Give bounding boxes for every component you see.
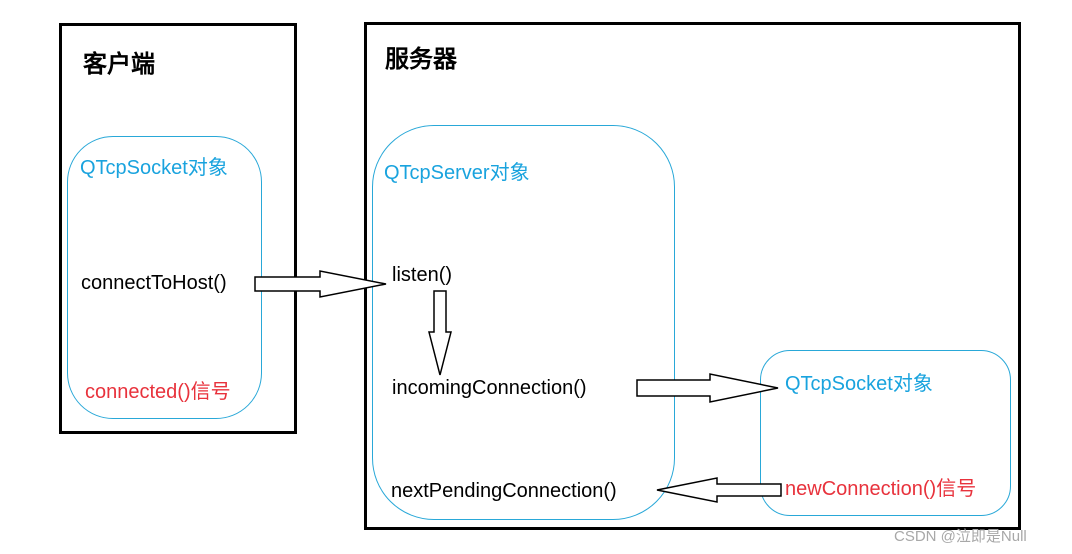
- connect-to-host-method: connectToHost(): [81, 272, 227, 294]
- connected-signal: connected()信号: [85, 381, 231, 403]
- server-title: 服务器: [385, 46, 457, 73]
- new-connection-signal: newConnection()信号: [785, 478, 977, 500]
- watermark: CSDN @泣即是Null: [894, 528, 1027, 545]
- arrow-connect-to-listen: [254, 270, 387, 298]
- server-box: [364, 22, 1021, 530]
- arrow-listen-to-incoming: [428, 290, 452, 376]
- server-socket-object: [760, 350, 1011, 516]
- arrow-signal-to-next-pending: [656, 477, 782, 503]
- arrow-incoming-to-socket: [636, 373, 779, 403]
- incoming-connection-method: incomingConnection(): [392, 377, 587, 399]
- client-box: [59, 23, 297, 434]
- next-pending-connection-method: nextPendingConnection(): [391, 480, 617, 502]
- server-object: [372, 125, 675, 520]
- client-title: 客户端: [83, 51, 155, 78]
- listen-method: listen(): [392, 264, 453, 286]
- client-socket-label: QTcpSocket对象: [80, 157, 228, 179]
- server-socket-label: QTcpSocket对象: [785, 373, 933, 395]
- server-object-label: QTcpServer对象: [384, 162, 530, 184]
